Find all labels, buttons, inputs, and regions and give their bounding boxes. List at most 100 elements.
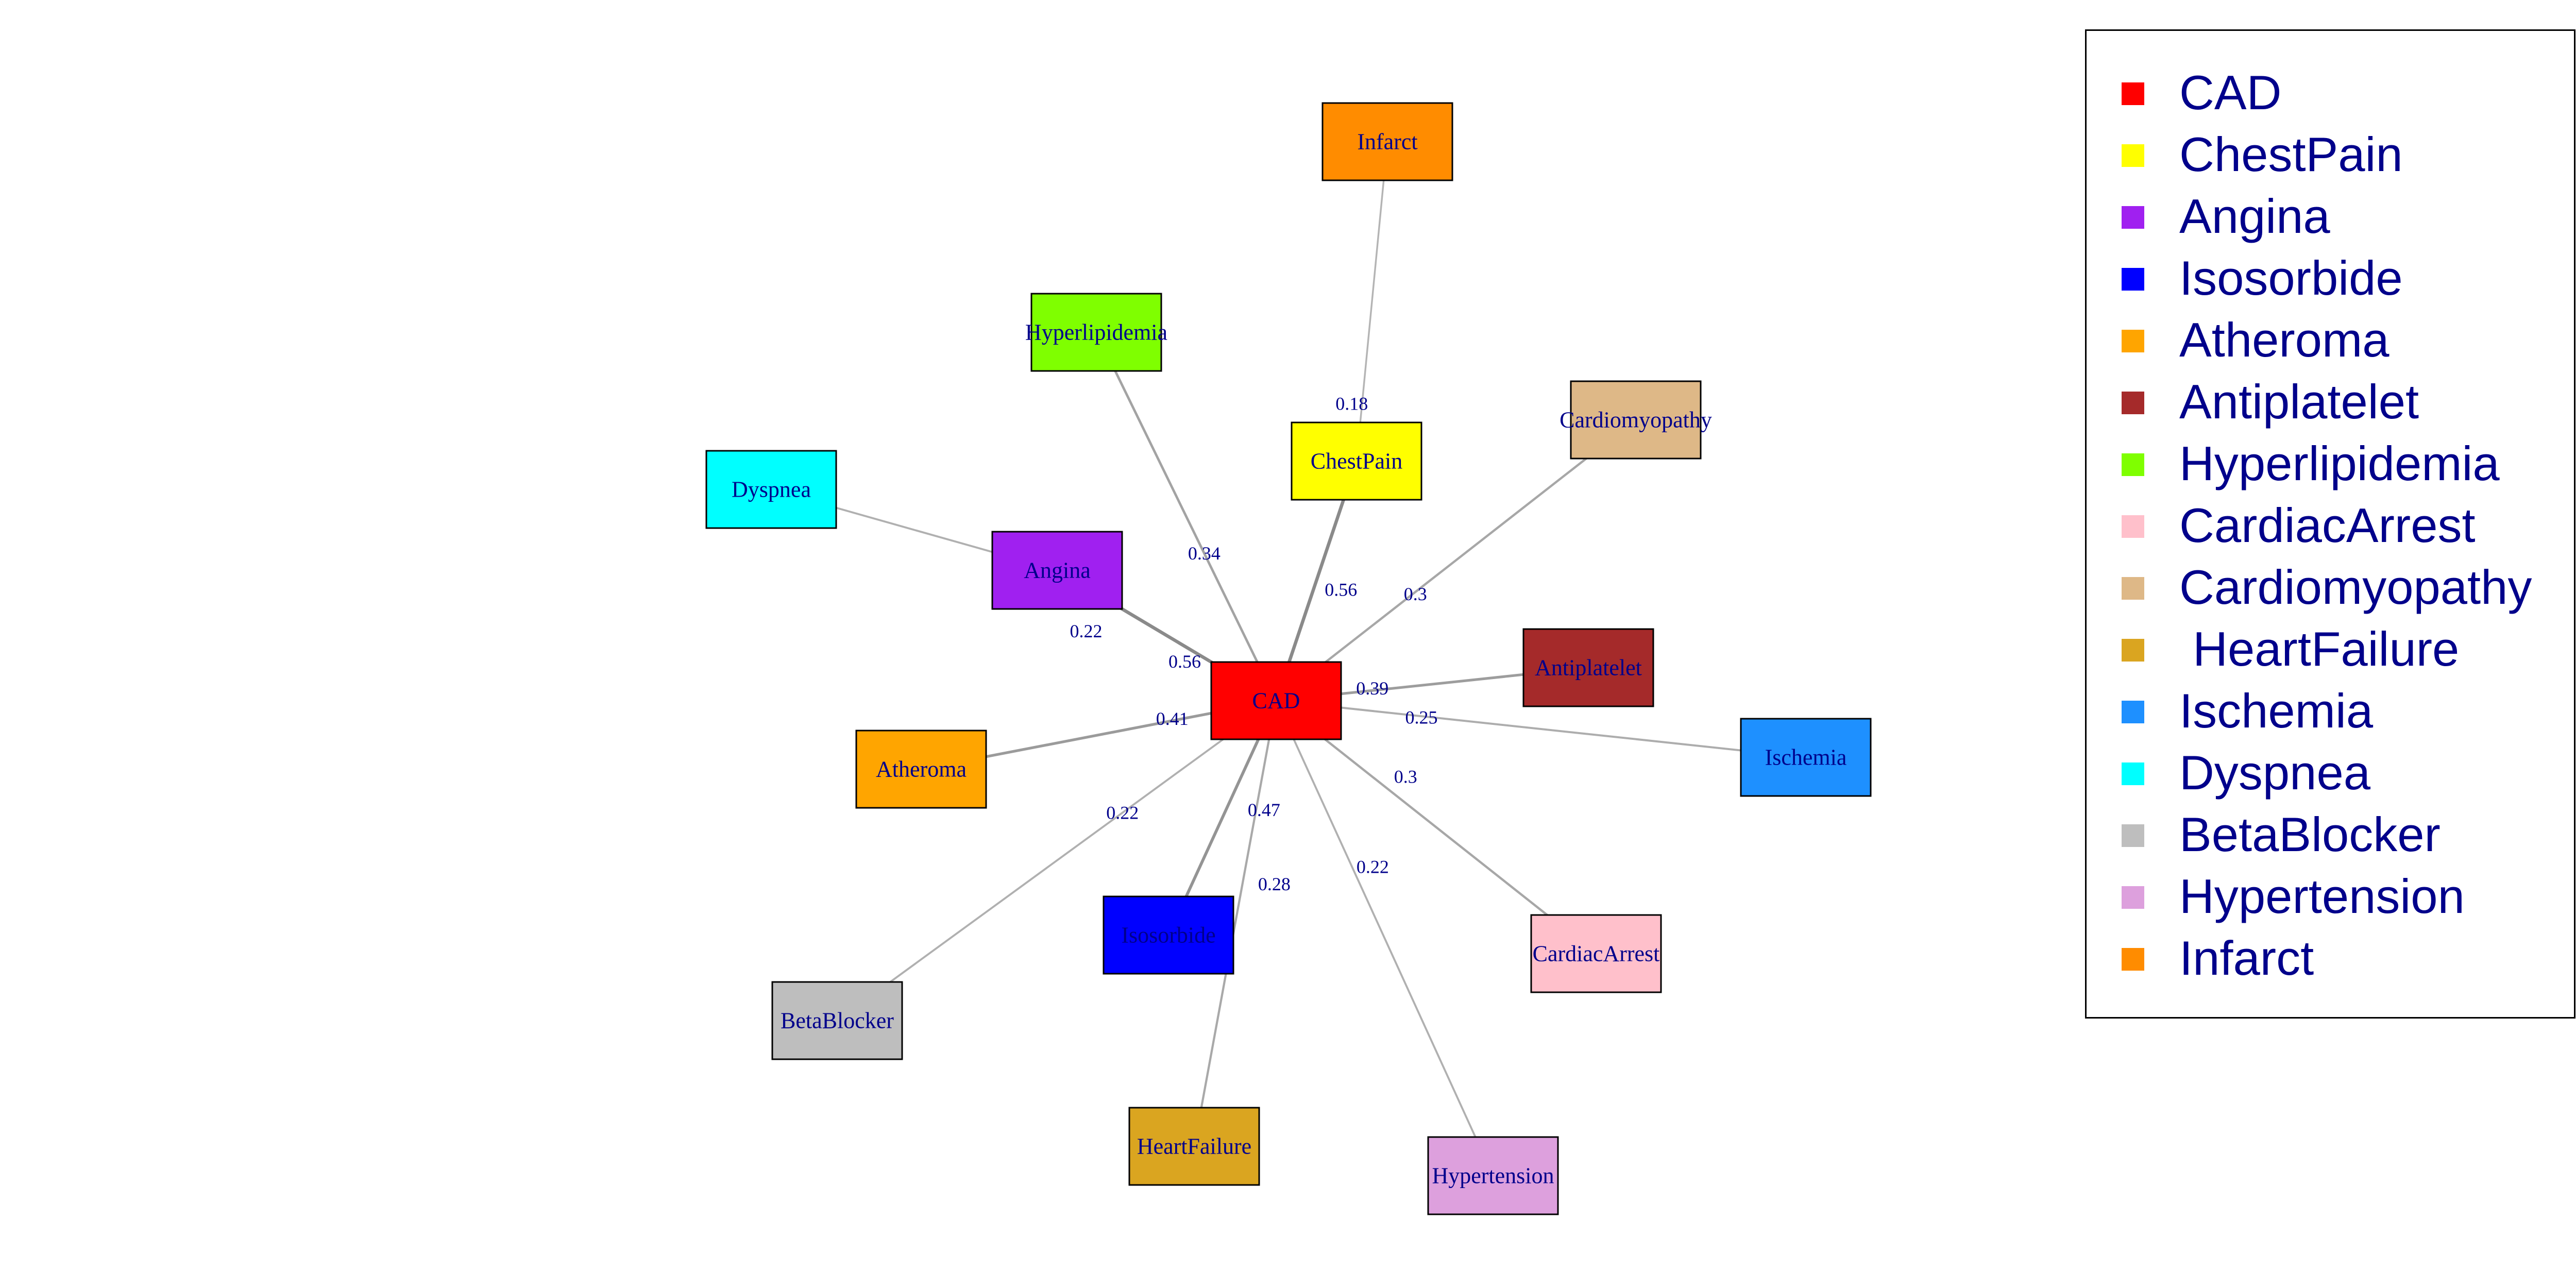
edge-weight-label: 0.18 [1335, 393, 1368, 414]
legend-swatch [2122, 268, 2144, 291]
node-label: Isosorbide [1121, 923, 1215, 948]
node-betablocker: BetaBlocker [771, 981, 903, 1060]
node-label: Hypertension [1432, 1163, 1554, 1189]
legend-item-cad: CAD [2087, 62, 2576, 124]
edge-cad-hypertension [1275, 700, 1494, 1176]
legend-swatch [2122, 762, 2144, 785]
node-dyspnea: Dyspnea [705, 450, 837, 529]
edge-weight-label: 0.34 [1188, 543, 1221, 564]
legend-item-isosorbide: Isosorbide [2087, 247, 2576, 309]
legend-label: Isosorbide [2179, 251, 2403, 305]
legend-swatch [2122, 206, 2144, 229]
edge-weight-label: 0.22 [1070, 621, 1103, 641]
node-box [1291, 421, 1422, 501]
legend-item-angina: Angina [2087, 185, 2576, 247]
node-box [1210, 661, 1342, 740]
legend-label: Atheroma [2179, 313, 2389, 367]
node-box [1570, 380, 1702, 460]
legend-swatch [2122, 824, 2144, 847]
node-chestpain: ChestPain [1291, 421, 1422, 501]
edge-weight-label: 0.22 [1357, 857, 1389, 877]
node-box [1103, 895, 1234, 975]
legend-item-cardiacarrest: CardiacArrest [2087, 495, 2576, 556]
node-ischemia: Ischemia [1740, 718, 1872, 797]
legend-label: Antiplatelet [2179, 375, 2419, 429]
node-cardiacarrest: CardiacArrest [1530, 914, 1662, 993]
node-antiplatelet: Antiplatelet [1522, 628, 1654, 707]
node-angina: Angina [991, 531, 1123, 610]
edge-cad-heartfailure [1193, 700, 1278, 1147]
node-label: Angina [1024, 558, 1091, 583]
legend-swatch [2122, 453, 2144, 476]
legend-label: Cardiomyopathy [2179, 560, 2532, 614]
legend-label: Infarct [2179, 931, 2314, 985]
edge-weight-label: 0.22 [1106, 802, 1139, 823]
legend-item-heartfailure: HeartFailure [2087, 618, 2576, 680]
node-infarct: Infarct [1321, 102, 1453, 181]
edge-cad-cardiomyopathy [1275, 419, 1637, 702]
legend-swatch [2122, 701, 2144, 723]
node-label: CAD [1252, 688, 1300, 714]
node-box [1128, 1107, 1260, 1186]
legend-item-betablocker: BetaBlocker [2087, 804, 2576, 866]
node-heartfailure: HeartFailure [1128, 1107, 1260, 1186]
edge-chestpain-infarct [1355, 141, 1388, 462]
legend-item-hyperlipidemia: Hyperlipidemia [2087, 433, 2576, 495]
legend-swatch [2122, 948, 2144, 971]
node-atheroma: Atheroma [855, 730, 987, 809]
legend-item-dyspnea: Dyspnea [2087, 742, 2576, 804]
edge-weight-label: 0.28 [1258, 874, 1291, 894]
legend-label: Hypertension [2179, 869, 2465, 923]
edge-weight-label: 0.41 [1156, 708, 1189, 729]
node-box [1321, 102, 1453, 181]
node-isosorbide: Isosorbide [1103, 895, 1234, 975]
edge-weight-label: 0.56 [1168, 651, 1201, 672]
edge-weight-label: 0.3 [1394, 766, 1417, 787]
legend-label: HeartFailure [2179, 622, 2460, 676]
legend-item-atheroma: Atheroma [2087, 309, 2576, 371]
edge-weight-label: 0.25 [1405, 707, 1438, 728]
legend-swatch [2122, 886, 2144, 909]
edge-cad-ischemia [1276, 700, 1806, 758]
legend-label: Ischemia [2179, 684, 2374, 738]
legend-item-chestpain: ChestPain [2087, 124, 2576, 185]
legend-swatch [2122, 330, 2144, 352]
node-box [1530, 914, 1662, 993]
node-label: Antiplatelet [1535, 655, 1642, 681]
node-box [1030, 293, 1162, 372]
node-label: HeartFailure [1137, 1134, 1251, 1159]
node-cad: CAD [1210, 661, 1342, 740]
legend-item-ischemia: Ischemia [2087, 680, 2576, 742]
legend-item-antiplatelet: Antiplatelet [2087, 371, 2576, 433]
legend-item-cardiomyopathy: Cardiomyopathy [2087, 556, 2576, 618]
edge-cad-cardiacarrest [1275, 700, 1597, 955]
node-label: Cardiomyopathy [1560, 408, 1712, 433]
legend-swatch [2122, 515, 2144, 538]
legend-swatch [2122, 639, 2144, 662]
node-label: Dyspnea [732, 477, 811, 502]
node-box [1740, 718, 1872, 797]
node-box [705, 450, 837, 529]
node-label: Hyperlipidemia [1025, 320, 1167, 345]
legend-label: CardiacArrest [2179, 498, 2476, 552]
legend-swatch [2122, 144, 2144, 167]
legend-swatch [2122, 577, 2144, 600]
legend-swatch [2122, 392, 2144, 414]
node-box [855, 730, 987, 809]
node-hypertension: Hypertension [1427, 1136, 1559, 1215]
node-cardiomyopathy: Cardiomyopathy [1560, 380, 1712, 460]
edge-cad-hyperlipidemia [1095, 331, 1278, 702]
legend-label: CAD [2179, 65, 2282, 120]
edge-weight-label: 0.47 [1248, 800, 1280, 820]
legend-label: Hyperlipidemia [2179, 436, 2500, 490]
legend-label: Angina [2179, 189, 2330, 243]
legend-item-infarct: Infarct [2087, 927, 2576, 989]
node-hyperlipidemia: Hyperlipidemia [1025, 293, 1167, 372]
edge-weight-label: 0.3 [1404, 584, 1427, 604]
node-box [991, 531, 1123, 610]
legend-label: BetaBlocker [2179, 807, 2441, 861]
